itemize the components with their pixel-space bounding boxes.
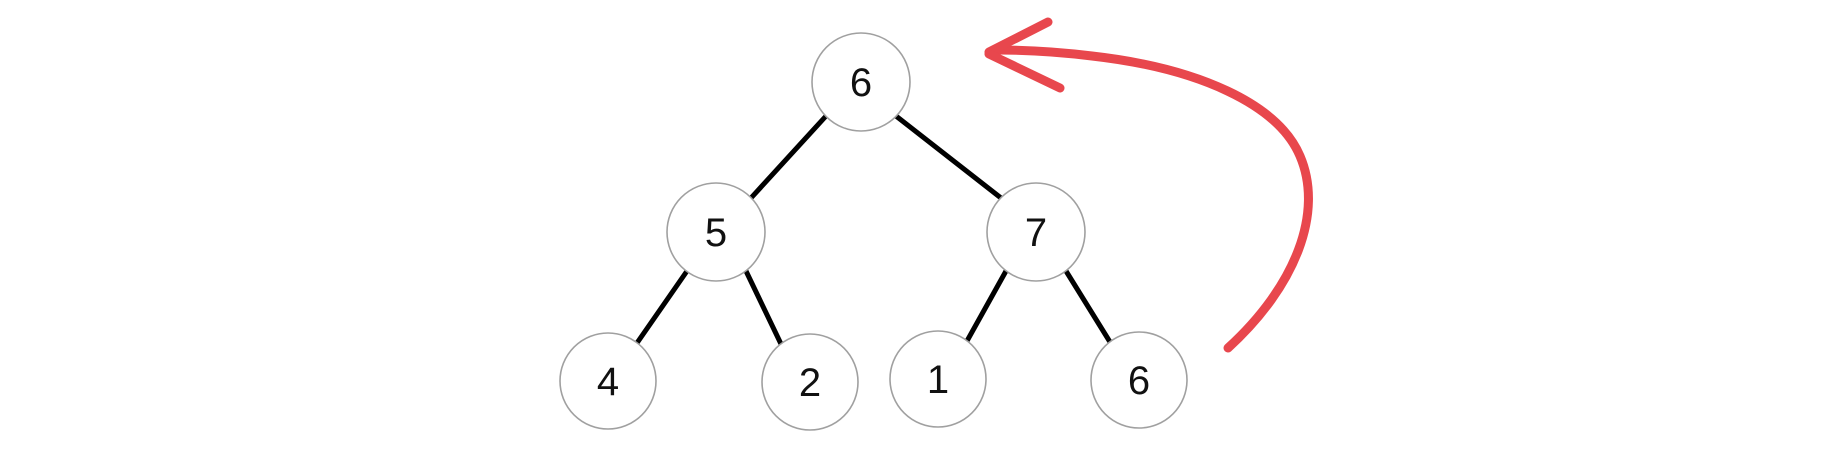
tree-node-label: 7 xyxy=(1025,211,1047,255)
red-curved-arrow-annotation xyxy=(984,17,1313,353)
tree-node-6-leaf[interactable]: 6 xyxy=(1090,331,1188,429)
tree-node-label: 6 xyxy=(850,61,872,105)
tree-node-circle xyxy=(559,332,657,430)
tree-node-label: 2 xyxy=(799,361,821,405)
tree-node-1[interactable]: 1 xyxy=(889,330,987,428)
tree-node-label: 4 xyxy=(597,360,619,404)
tree-node-circle xyxy=(761,333,859,431)
arrow-head-lower-barb-icon xyxy=(984,49,1065,93)
tree-node-label: 5 xyxy=(705,211,727,255)
tree-node-circle xyxy=(666,182,766,282)
tree-node-4[interactable]: 4 xyxy=(559,332,657,430)
tree-edge-7-1 xyxy=(964,268,1009,344)
arrow-head-upper-barb-icon xyxy=(984,17,1053,57)
tree-node-7[interactable]: 7 xyxy=(986,182,1086,282)
tree-node-circle xyxy=(889,330,987,428)
tree-node-circle xyxy=(1090,331,1188,429)
tree-edge-root-5 xyxy=(748,113,829,201)
arrow-curve-path xyxy=(993,45,1313,353)
tree-node-circle xyxy=(986,182,1086,282)
tree-edge-root-7 xyxy=(893,113,1004,201)
tree-edge-7-6 xyxy=(1063,268,1113,345)
tree-edges-group xyxy=(634,113,1113,347)
tree-node-circle xyxy=(811,32,911,132)
tree-node-label: 1 xyxy=(927,358,949,402)
tree-node-2[interactable]: 2 xyxy=(761,333,859,431)
tree-edge-5-4 xyxy=(634,268,690,346)
tree-edge-5-2 xyxy=(743,268,784,347)
tree-nodes-group: 6 5 7 4 2 1 6 xyxy=(559,32,1188,431)
tree-node-label: 6 xyxy=(1128,359,1150,403)
tree-node-root[interactable]: 6 xyxy=(811,32,911,132)
tree-node-5[interactable]: 5 xyxy=(666,182,766,282)
